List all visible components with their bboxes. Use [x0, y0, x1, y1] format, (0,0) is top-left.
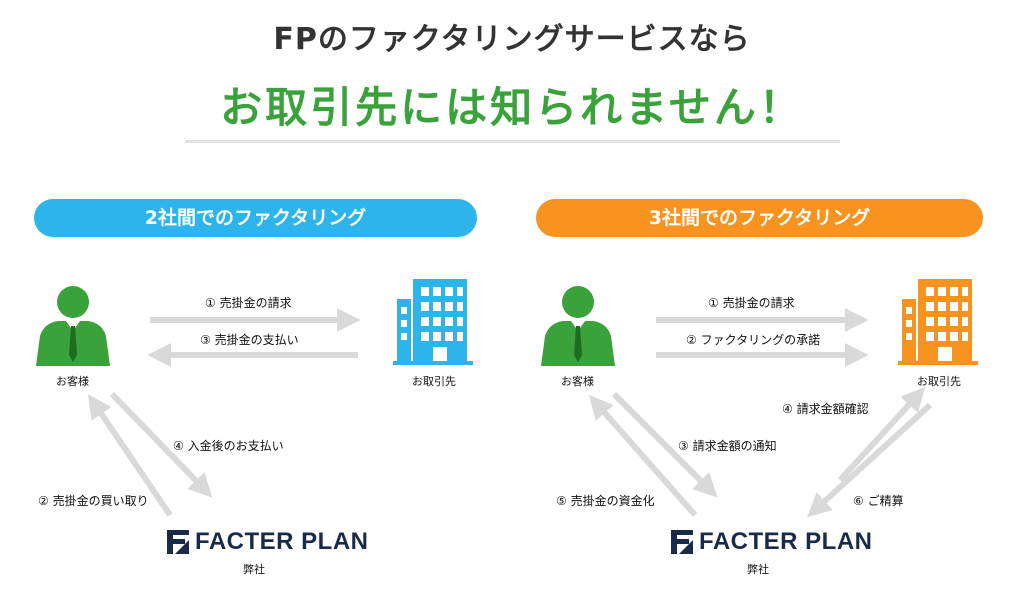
facter-plan-logo-right: FACTER PLAN: [671, 528, 873, 556]
arrow-right-5: [588, 394, 698, 517]
company-label-left: 弊社: [243, 563, 265, 576]
arrow-right-6: [807, 402, 933, 518]
customer-label-right: お客様: [561, 375, 594, 388]
arrow-left-4: [109, 391, 213, 498]
arrow-right-3: [611, 391, 718, 498]
step-right-1: ① 売掛金の請求: [708, 296, 795, 310]
building-icon-left: [393, 279, 473, 365]
headline-divider: [185, 140, 840, 143]
step-right-2: ② ファクタリングの承諾: [686, 333, 821, 347]
two-party-factoring-banner: 2社間でのファクタリング: [34, 199, 477, 237]
step-right-6: ⑥ ご精算: [853, 494, 904, 508]
logo-text-left: FACTER PLAN: [195, 528, 369, 555]
facter-plan-logo-mark: [167, 530, 189, 554]
facter-plan-logo-mark: [671, 530, 693, 554]
step-left-4: ④ 入金後のお支払い: [173, 439, 284, 453]
arrow-left-2: [87, 394, 173, 517]
partner-label-left: お取引先: [412, 375, 456, 388]
step-right-3: ③ 請求金額の通知: [678, 439, 777, 453]
arrow-right-4: [837, 387, 926, 483]
customer-person-icon-right: [541, 286, 615, 366]
company-label-right: 弊社: [747, 563, 769, 576]
step-left-3: ③ 売掛金の支払い: [200, 333, 299, 347]
logo-text-right: FACTER PLAN: [699, 528, 873, 555]
headline-main: お取引先には知られません！: [220, 83, 804, 132]
three-party-factoring-banner: 3社間でのファクタリング: [536, 199, 983, 237]
step-right-4: ④ 請求金額確認: [782, 402, 869, 416]
partner-label-right: お取引先: [917, 375, 961, 388]
step-left-1: ① 売掛金の請求: [205, 296, 292, 310]
step-left-2: ② 売掛金の買い取り: [38, 494, 149, 508]
building-icon-right: [898, 279, 978, 365]
step-right-5: ⑤ 売掛金の資金化: [556, 494, 655, 508]
facter-plan-logo-left: FACTER PLAN: [167, 528, 369, 556]
customer-label-left: お客様: [56, 375, 89, 388]
customer-person-icon-left: [36, 286, 110, 366]
headline-intro: FPのファクタリングサービスなら: [273, 22, 751, 57]
